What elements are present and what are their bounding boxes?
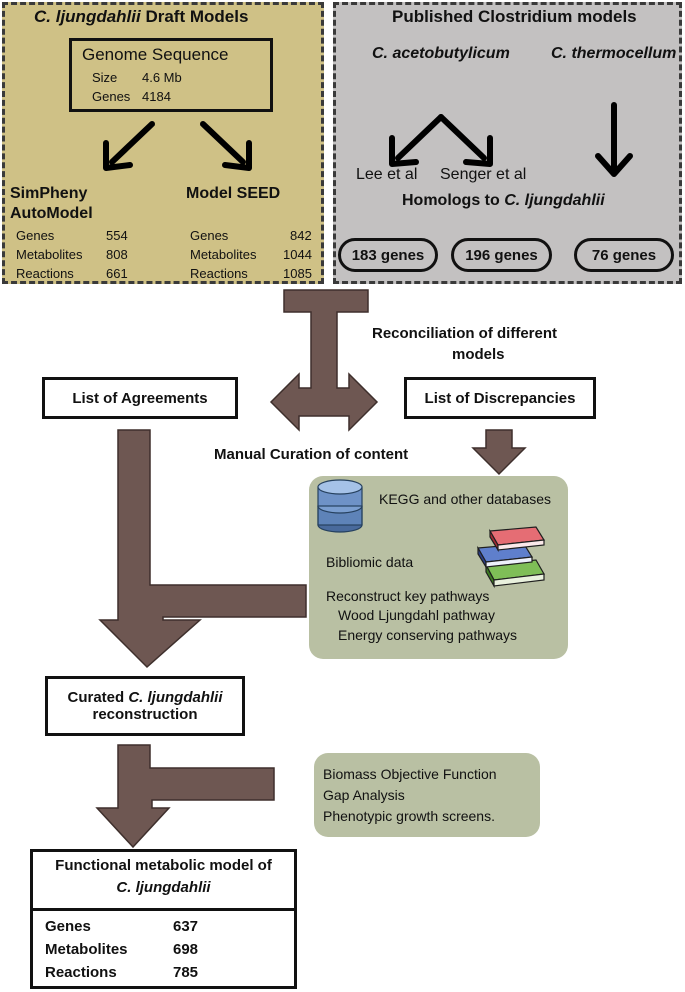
reconciliation-t-arrow bbox=[269, 289, 379, 432]
arrow-to-simpheny bbox=[109, 121, 155, 165]
seed-name: Model SEED bbox=[186, 185, 281, 202]
curated-line-2: reconstruction bbox=[92, 706, 198, 723]
genome-sequence-box: Genome Sequence Size 4.6 Mb Genes 4184 bbox=[69, 38, 273, 112]
simpheny-name-1: SimPheny bbox=[10, 185, 88, 202]
pill-76-genes: 76 genes bbox=[574, 238, 674, 272]
seed-genes-value: 842 bbox=[290, 228, 312, 243]
arrowhead-seed bbox=[222, 140, 252, 171]
final-reactions-value: 785 bbox=[173, 964, 199, 981]
genome-genes-label: Genes bbox=[92, 89, 131, 104]
database-icon bbox=[317, 479, 363, 533]
simpheny-name-2: AutoModel bbox=[10, 205, 93, 222]
arrow-to-senger bbox=[438, 114, 487, 161]
arrowhead-simpheny bbox=[103, 140, 133, 171]
arrowhead-lee bbox=[389, 135, 419, 167]
arrow-to-seed bbox=[200, 121, 246, 165]
seed-reactions-value: 1085 bbox=[283, 266, 312, 281]
seed-metabolites-label: Metabolites bbox=[190, 247, 257, 262]
simpheny-reactions-label: Reactions bbox=[16, 266, 74, 281]
agreements-merge-arrow bbox=[98, 429, 307, 669]
arrow-to-lee bbox=[395, 114, 444, 161]
curated-to-final-arrow bbox=[95, 744, 275, 849]
manual-curation-label: Manual Curation of content bbox=[214, 446, 409, 463]
species-thermocellum: C. thermocellum bbox=[551, 45, 677, 62]
final-metabolites-label: Metabolites bbox=[45, 941, 128, 958]
model-senger: Senger et al bbox=[440, 166, 527, 183]
seed-reactions-label: Reactions bbox=[190, 266, 248, 281]
functional-model-title-1: Functional metabolic model of bbox=[55, 857, 272, 874]
arrowhead-thermocellum bbox=[595, 153, 633, 177]
seed-metabolites-value: 1044 bbox=[283, 247, 312, 262]
validation-item-phenotypic: Phenotypic growth screens. bbox=[323, 808, 495, 824]
published-panel-title: Published Clostridium models bbox=[392, 7, 637, 26]
list-of-discrepancies-box: List of Discrepancies bbox=[404, 377, 596, 419]
genome-genes-value: 4184 bbox=[142, 89, 171, 104]
reconciliation-label-1: Reconciliation of different bbox=[372, 325, 558, 342]
genome-size-label: Size bbox=[92, 70, 118, 85]
validation-item-biomass: Biomass Objective Function bbox=[323, 766, 497, 782]
databases-text: KEGG and other databases bbox=[379, 491, 551, 507]
final-genes-value: 637 bbox=[173, 918, 199, 935]
pathway-wood-text: Wood Ljungdahl pathway bbox=[338, 607, 495, 623]
model-lee: Lee et al bbox=[356, 166, 418, 183]
validation-box bbox=[314, 753, 540, 837]
pill-183-genes: 183 genes bbox=[338, 238, 438, 272]
simpheny-genes-label: Genes bbox=[16, 228, 55, 243]
reconstruct-text: Reconstruct key pathways bbox=[326, 588, 490, 604]
pathway-energy-text: Energy conserving pathways bbox=[338, 627, 517, 643]
simpheny-metabolites-value: 808 bbox=[106, 247, 128, 262]
genome-size-value: 4.6 Mb bbox=[142, 70, 182, 85]
pill-196-genes: 196 genes bbox=[451, 238, 552, 272]
final-reactions-label: Reactions bbox=[45, 964, 117, 981]
homologs-label: Homologs to C. ljungdahlii bbox=[402, 192, 605, 209]
species-acetobutylicum: C. acetobutylicum bbox=[372, 45, 510, 62]
final-genes-label: Genes bbox=[45, 918, 91, 935]
final-metabolites-value: 698 bbox=[173, 941, 199, 958]
genome-title: Genome Sequence bbox=[82, 45, 229, 64]
seed-genes-label: Genes bbox=[190, 228, 229, 243]
functional-model-box: Functional metabolic model of C. ljungda… bbox=[30, 849, 297, 989]
validation-item-gap: Gap Analysis bbox=[323, 787, 405, 803]
draft-panel-title: C. ljungdahlii Draft Models bbox=[34, 7, 249, 26]
curated-line-1: Curated C. ljungdahlii bbox=[67, 689, 223, 706]
simpheny-metabolites-label: Metabolites bbox=[16, 247, 83, 262]
simpheny-genes-value: 554 bbox=[106, 228, 128, 243]
simpheny-reactions-value: 661 bbox=[106, 266, 128, 281]
bibliomic-text: Bibliomic data bbox=[326, 554, 414, 570]
discrepancies-down-arrow bbox=[471, 429, 527, 476]
list-of-agreements-box: List of Agreements bbox=[42, 377, 238, 419]
functional-model-title-2: C. ljungdahlii bbox=[116, 879, 211, 896]
books-icon bbox=[477, 526, 546, 589]
reconciliation-label-2: models bbox=[452, 346, 505, 363]
curated-reconstruction-box: Curated C. ljungdahlii reconstruction bbox=[45, 676, 245, 736]
arrowhead-senger bbox=[463, 135, 493, 167]
functional-model-header: Functional metabolic model of C. ljungda… bbox=[33, 852, 294, 911]
